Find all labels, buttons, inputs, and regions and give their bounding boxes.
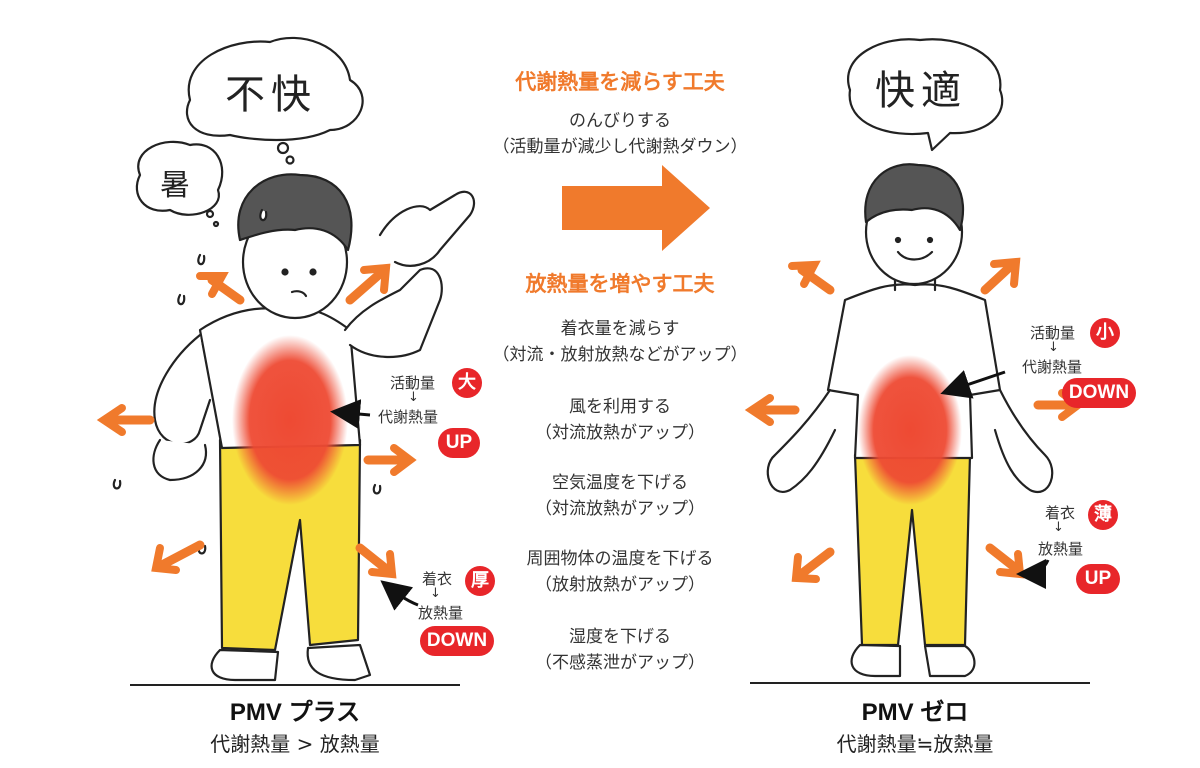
left-heat-core [232,335,348,505]
tip-5-title: 湿度を下げる [569,622,671,647]
left-activity-arrow: ↓ [408,390,419,405]
right-clothing-badge: 薄 [1088,500,1118,530]
right-caption-title: PMV ゼロ [862,692,969,727]
right-clothing-arrow: ↓ [1053,520,1064,535]
tip-3-title: 空気温度を下げる [552,468,688,493]
right-heat-release-result: UP [1076,564,1120,594]
right-bubble-text: 快適 [875,58,967,116]
tip-2-detail: （対流放熱がアップ） [535,418,705,443]
right-metabolic-result: DOWN [1062,378,1136,408]
tip-5-detail: （不感蒸泄がアップ） [535,648,705,673]
tip-3-detail: （対流放熱がアップ） [535,494,705,519]
left-metabolic-result: UP [438,428,480,458]
right-activity-arrow: ↓ [1048,340,1059,355]
section1-title: 代謝熱量を減らす工夫 [515,66,725,96]
right-metabolic-label: 代謝熱量 [1022,356,1082,377]
center-big-arrow [562,165,710,251]
right-heat-core [858,355,962,505]
tip-1-detail: （対流・放射放熱などがアップ） [493,340,748,365]
left-heat-release-label: 放熱量 [418,602,463,623]
tip-4-title: 周囲物体の温度を下げる [527,544,714,569]
left-metabolic-label: 代謝熱量 [378,406,438,427]
left-clothing-arrow: ↓ [430,586,441,601]
section1-line-2: （活動量が減少し代謝熱ダウン） [493,132,748,157]
tip-4-detail: （放射放熱がアップ） [535,570,705,595]
left-clothing-badge: 厚 [465,566,495,596]
right-activity-badge: 小 [1090,318,1120,348]
left-activity-badge: 大 [452,368,482,398]
tip-1-title: 着衣量を減らす [561,314,680,339]
right-caption-sub: 代謝熱量≒放熱量 [837,728,994,757]
left-caption-title: PMV プラス [230,692,360,727]
left-bubble-text: 不快 [225,62,317,120]
tip-2-title: 風を利用する [569,392,671,417]
section1-line-1: のんびりする [569,106,671,131]
right-heat-release-label: 放熱量 [1038,538,1083,559]
section2-title: 放熱量を増やす工夫 [526,268,715,298]
left-small-bubble-text: 暑 [160,160,190,204]
left-heat-release-result: DOWN [420,626,494,656]
left-caption-sub: 代謝熱量 > 放熱量 [210,728,379,757]
